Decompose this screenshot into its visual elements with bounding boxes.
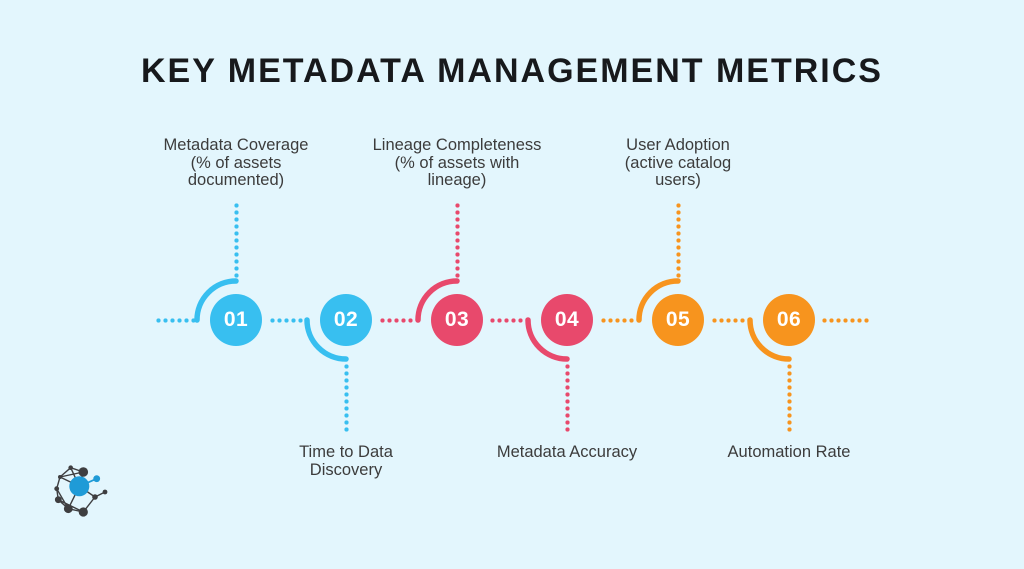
arc-decoration (636, 278, 681, 323)
metric-label: User Adoption (active catalog users) (624, 136, 732, 189)
timeline-item-03: Lineage Completeness (% of assets with l… (342, 0, 572, 569)
step-circle: 01 (210, 294, 262, 346)
step-circle: 02 (320, 294, 372, 346)
vertical-dots (786, 363, 793, 433)
network-graph-icon (54, 465, 108, 517)
page-title: KEY METADATA MANAGEMENT METRICS (141, 52, 883, 90)
timeline-item-04: Metadata Accuracy 04 (452, 0, 682, 569)
metric-label: Lineage Completeness (% of assets with l… (372, 136, 542, 189)
connector-dots (269, 317, 304, 324)
connector-dots (489, 317, 524, 324)
timeline-item-01: Metadata Coverage (% of assets documente… (121, 0, 351, 569)
arc-decoration (525, 317, 570, 362)
connector-dots (600, 317, 635, 324)
arc-decoration (194, 278, 239, 323)
vertical-dots (233, 202, 240, 279)
timeline-item-02: Time to Data Discovery 02 (231, 0, 461, 569)
metric-label: Metadata Coverage (% of assets documente… (163, 136, 309, 189)
metric-label: Automation Rate (727, 443, 851, 461)
step-number: 02 (333, 308, 359, 331)
step-number: 03 (444, 308, 470, 331)
step-number: 05 (665, 308, 691, 331)
metric-label: Metadata Accuracy (496, 443, 638, 461)
step-number: 01 (223, 308, 249, 331)
step-circle: 06 (763, 294, 815, 346)
vertical-dots (675, 202, 682, 279)
connector-dots (711, 317, 746, 324)
vertical-dots (343, 363, 350, 433)
arc-decoration (304, 317, 349, 362)
timeline-item-05: User Adoption (active catalog users) 05 (563, 0, 793, 569)
vertical-dots (454, 202, 461, 279)
arc-decoration (747, 317, 792, 362)
step-number: 04 (554, 308, 580, 331)
connector-dots (155, 317, 197, 324)
step-circle: 04 (541, 294, 593, 346)
connector-dots (821, 317, 870, 324)
step-circle: 03 (431, 294, 483, 346)
step-circle: 05 (652, 294, 704, 346)
metric-label: Time to Data Discovery (299, 443, 393, 479)
timeline-item-06: Automation Rate 06 (674, 0, 904, 569)
connector-dots (379, 317, 414, 324)
vertical-dots (564, 363, 571, 433)
arc-decoration (415, 278, 460, 323)
step-number: 06 (776, 308, 802, 331)
